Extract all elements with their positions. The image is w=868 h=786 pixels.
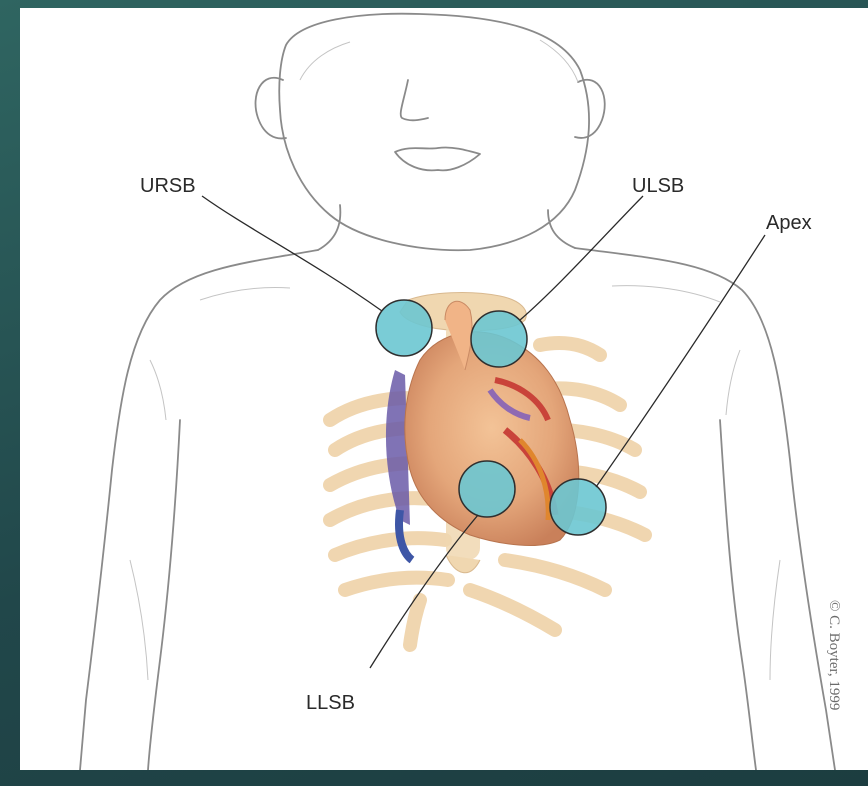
ursb-leader [202, 196, 382, 311]
ursb-spot [376, 300, 432, 356]
ulsb-label: ULSB [632, 175, 684, 197]
llsb-spot [459, 461, 515, 517]
ulsb-leader [520, 196, 643, 320]
illustration-panel: URSB ULSB Apex LLSB © C. Boyter, 1999 [20, 8, 868, 770]
llsb-label: LLSB [306, 692, 355, 714]
ulsb-spot [471, 311, 527, 367]
apex-spot [550, 479, 606, 535]
ursb-label: URSB [140, 175, 196, 197]
apex-label: Apex [766, 212, 812, 234]
copyright-credit: © C. Boyter, 1999 [826, 600, 842, 710]
child-chest-illustration: URSB ULSB Apex LLSB © C. Boyter, 1999 [20, 8, 868, 770]
